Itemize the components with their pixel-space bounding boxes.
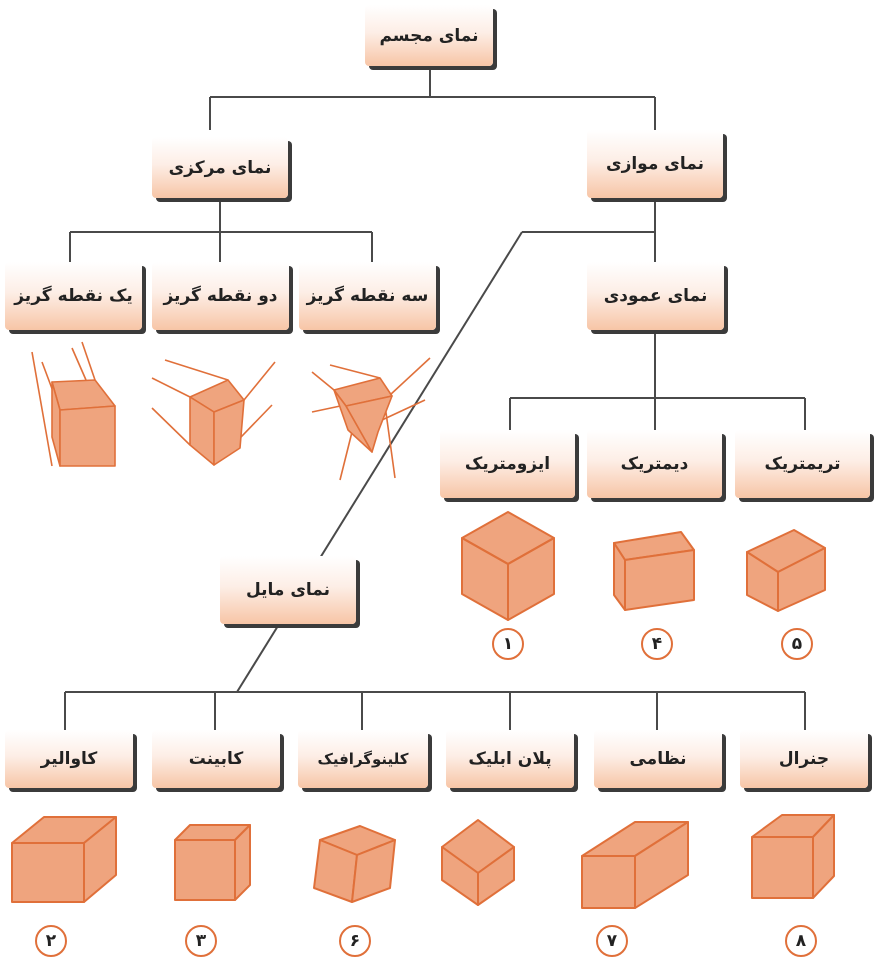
cavalier-cube-drawing bbox=[11, 816, 117, 903]
node-two-point: دو نقطه گریز bbox=[152, 262, 289, 330]
node-cavalier: کاوالیر bbox=[5, 730, 133, 788]
number-military: ۷ bbox=[596, 925, 628, 957]
node-cabinet: کابینت bbox=[152, 730, 280, 788]
clinographic-cube-drawing bbox=[313, 825, 396, 903]
node-central: نمای مرکزی bbox=[152, 137, 288, 198]
dimetric-cube-drawing bbox=[613, 531, 695, 611]
node-one-point: یک نقطه گریز bbox=[5, 262, 142, 330]
number-dimetric: ۴ bbox=[641, 628, 673, 660]
number-trimetric: ۵ bbox=[781, 628, 813, 660]
three-point-perspective-drawing bbox=[311, 357, 431, 481]
node-trimetric: تریمتریک bbox=[735, 430, 870, 498]
node-dimetric: دیمتریک bbox=[587, 430, 722, 498]
number-clinographic: ۶ bbox=[339, 925, 371, 957]
general-cube-drawing bbox=[751, 814, 835, 899]
connector-lines bbox=[64, 66, 806, 730]
two-point-perspective-drawing bbox=[151, 359, 276, 466]
node-orthographic: نمای عمودی bbox=[587, 262, 724, 330]
node-root: نمای مجسم bbox=[365, 5, 493, 66]
node-plan-oblique: پلان ابلیک bbox=[446, 730, 574, 788]
number-cavalier: ۲ bbox=[35, 925, 67, 957]
node-oblique: نمای مایل bbox=[220, 556, 356, 624]
plan-oblique-cube-drawing bbox=[441, 819, 515, 906]
cabinet-cube-drawing bbox=[174, 824, 251, 901]
node-parallel: نمای موازی bbox=[587, 130, 723, 198]
number-cabinet: ۳ bbox=[185, 925, 217, 957]
one-point-perspective-drawing bbox=[31, 341, 116, 467]
trimetric-cube-drawing bbox=[746, 529, 826, 612]
node-isometric: ایزومتریک bbox=[440, 430, 575, 498]
node-military: نظامی bbox=[594, 730, 722, 788]
isometric-cube-drawing bbox=[461, 511, 555, 621]
number-general: ۸ bbox=[785, 925, 817, 957]
number-isometric: ۱ bbox=[492, 628, 524, 660]
military-cube-drawing bbox=[581, 821, 689, 909]
node-clinographic: کلینوگرافیک bbox=[298, 730, 428, 788]
node-three-point: سه نقطه گریز bbox=[299, 262, 436, 330]
node-general: جنرال bbox=[740, 730, 868, 788]
